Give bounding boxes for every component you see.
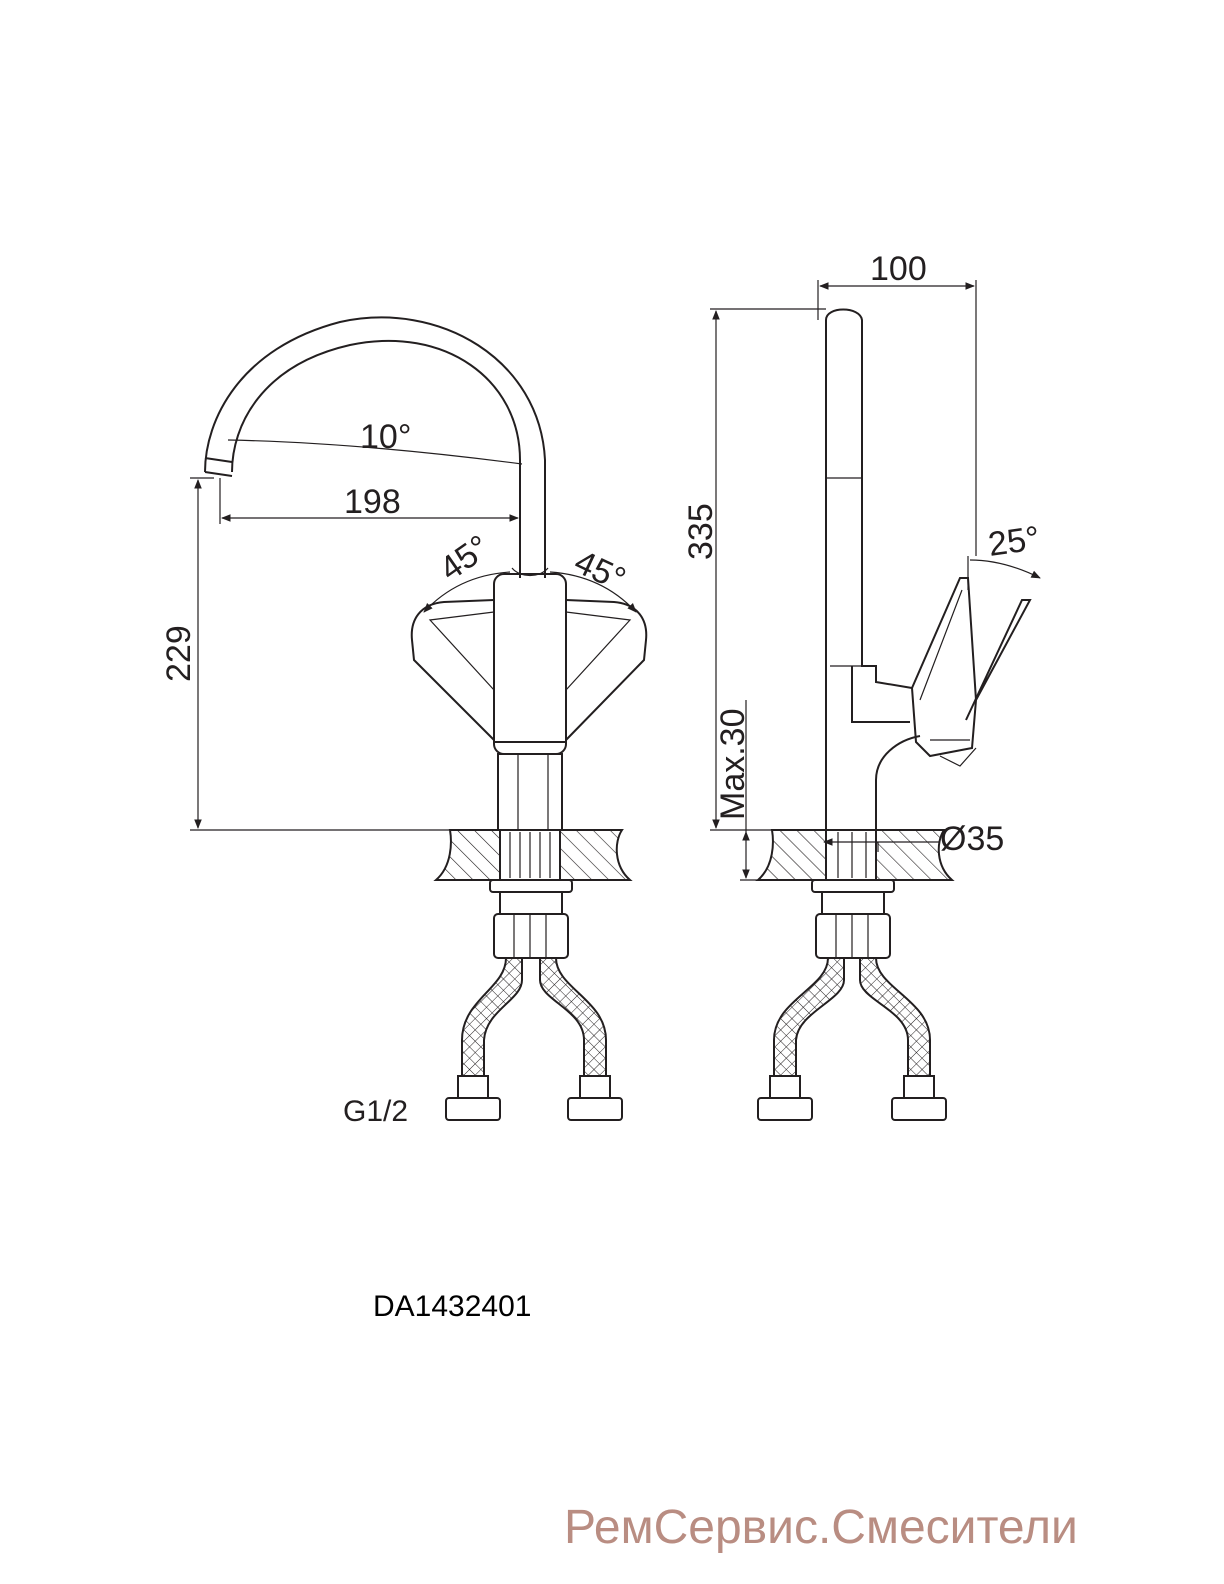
faucet-body [493,567,567,831]
hose-fittings-side [757,1075,947,1121]
dim-spout-angle: 10° [360,418,411,456]
dim-handle-right: 45° [569,543,632,599]
watermark: РемСервис.Смесители [564,1501,1078,1554]
mounting-nut-front [489,879,573,959]
dim-height-front: 229 [160,625,198,682]
spout [204,316,546,578]
dim-handle-left: 45° [433,528,497,589]
handle-right-45 [565,599,648,741]
model-number: DA1432401 [373,1290,532,1323]
handle-arc-right [549,571,637,613]
thread-label: G1/2 [343,1095,408,1128]
spout-angle-line [227,439,523,465]
dim-depth: 100 [870,250,927,288]
hose-left [461,957,523,1077]
front-view: 198 10° 229 45° 45° G1/2 [160,316,648,1128]
handle-left-45-inner [428,611,495,691]
hose-side-left [773,957,845,1077]
handle-left-45 [410,599,495,741]
handle-tilt-arc [969,559,1041,579]
dim-handle-tilt: 25° [986,519,1042,564]
side-handle [910,577,1032,767]
dim-deck-thickness: Max.30 [714,709,752,821]
side-column [825,308,921,830]
hose-side-right [859,957,931,1077]
handle-arc-left [423,571,511,613]
dim-height-side: 335 [682,503,720,560]
handle-right-45-inner [565,611,632,691]
hose-fittings-front [445,1075,623,1121]
dim-spout-reach: 198 [344,483,401,521]
side-view: 25° 100 335 Max.30 Ø35 [682,250,1042,1121]
hose-right [539,957,607,1077]
dim-hole-diameter: Ø35 [940,820,1004,858]
mounting-nut-side [811,879,895,959]
